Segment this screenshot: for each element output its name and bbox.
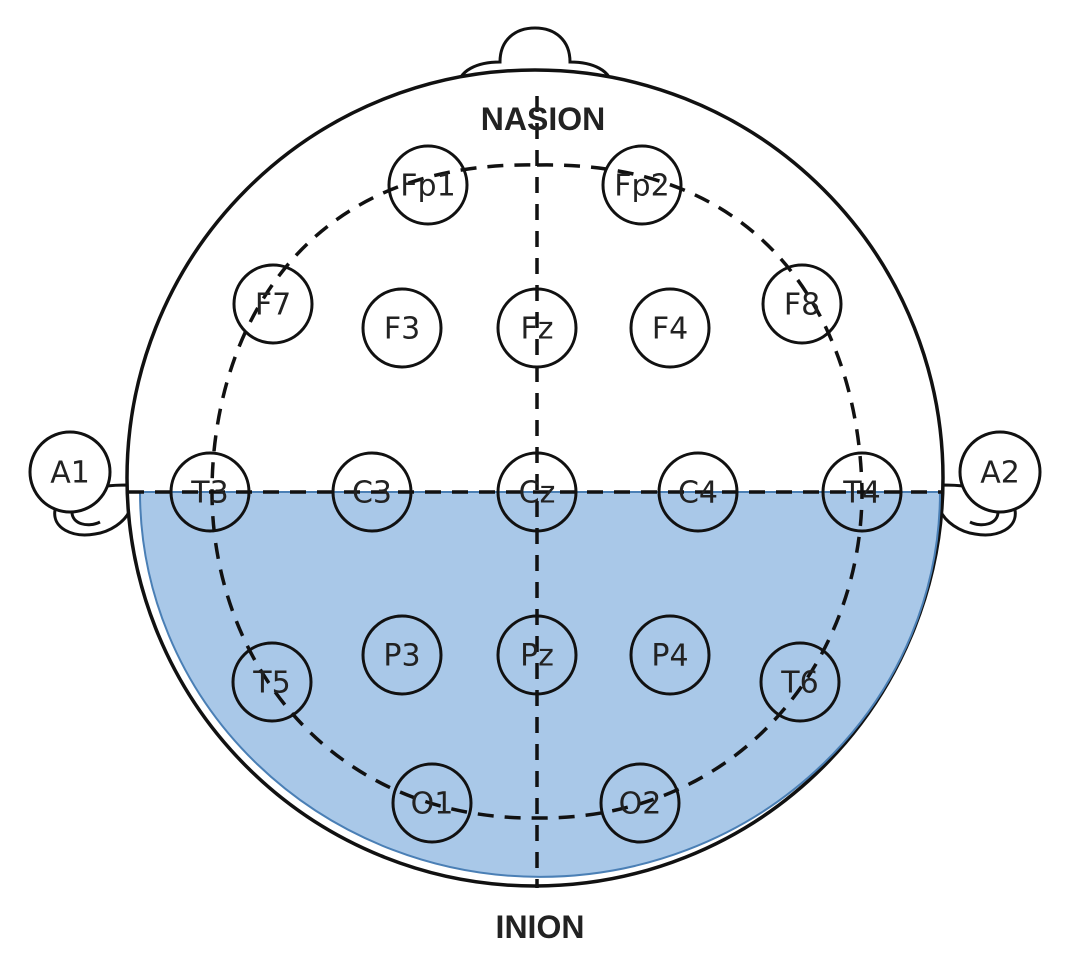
electrode-fp1: Fp1: [387, 144, 469, 226]
electrode-label: Fz: [520, 312, 553, 347]
electrode-a1: A1: [28, 430, 112, 514]
electrode-label: F4: [652, 312, 688, 347]
electrode-o2: O2: [599, 762, 681, 844]
electrode-t6: T6: [759, 641, 841, 723]
electrode-a2: A2: [958, 430, 1042, 514]
electrode-p3: P3: [361, 614, 443, 696]
electrode-label: C3: [352, 476, 392, 511]
electrode-label: T6: [780, 666, 818, 701]
electrode-c4: C4: [657, 451, 739, 533]
electrode-fz: Fz: [496, 287, 578, 369]
electrode-o1: O1: [391, 762, 473, 844]
electrode-t4: T4: [821, 451, 903, 533]
electrodes: Fp1 Fp2 F7 F3 Fz F4 F8 A1 T3 C3 Cz C4 T4…: [28, 144, 1042, 844]
electrode-t5: T5: [231, 641, 313, 723]
electrode-f4: F4: [629, 287, 711, 369]
electrode-t3: T3: [169, 451, 251, 533]
electrode-label: Fp2: [614, 169, 669, 204]
electrode-label: Pz: [520, 639, 554, 674]
electrode-label: A2: [980, 456, 1020, 491]
electrode-label: O1: [411, 787, 454, 822]
nasion-label: NASION: [481, 101, 605, 137]
electrode-label: F8: [784, 288, 820, 323]
electrode-label: T3: [190, 476, 228, 511]
electrode-pz: Pz: [496, 614, 578, 696]
circumference-line: [210, 163, 864, 820]
electrode-label: Cz: [519, 476, 556, 511]
electrode-label: P3: [383, 639, 420, 674]
electrode-p4: P4: [629, 614, 711, 696]
highlighted-region: [138, 491, 942, 878]
electrode-label: P4: [651, 639, 688, 674]
electrode-f7: F7: [232, 263, 314, 345]
electrode-label: A1: [50, 456, 90, 491]
electrode-label: T4: [842, 476, 880, 511]
electrode-f8: F8: [761, 263, 843, 345]
electrode-cz: Cz: [496, 451, 578, 533]
electrode-label: O2: [619, 787, 662, 822]
electrode-label: F7: [255, 288, 291, 323]
guide-lines: [128, 96, 942, 888]
electrode-f3: F3: [361, 287, 443, 369]
electrode-label: T5: [252, 666, 290, 701]
electrode-label: C4: [678, 476, 718, 511]
inion-label: INION: [496, 909, 585, 945]
electrode-label: Fp1: [400, 169, 455, 204]
electrode-label: F3: [384, 312, 420, 347]
electrode-c3: C3: [331, 451, 413, 533]
electrode-fp2: Fp2: [601, 144, 683, 226]
